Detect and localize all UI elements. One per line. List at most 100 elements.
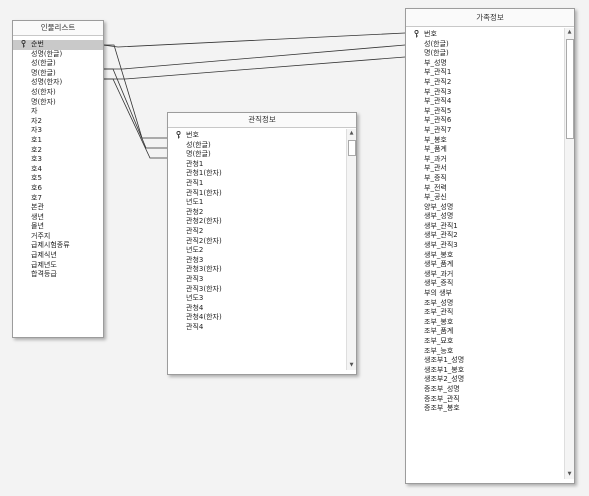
field-row[interactable]: 증조부_성명: [406, 385, 564, 395]
vertical-scrollbar[interactable]: ▲ ▼: [564, 28, 574, 479]
field-row[interactable]: 호5: [13, 174, 103, 184]
vertical-scrollbar[interactable]: ▲ ▼: [346, 129, 356, 370]
field-row[interactable]: 부_과거: [406, 155, 564, 165]
field-row[interactable]: 관청1: [168, 160, 346, 170]
field-row[interactable]: 부_관직2: [406, 78, 564, 88]
field-row[interactable]: 호1: [13, 136, 103, 146]
field-row[interactable]: 조부_관직: [406, 308, 564, 318]
scroll-thumb[interactable]: [566, 39, 574, 139]
field-row[interactable]: 성(한자): [13, 88, 103, 98]
field-row[interactable]: 생부_관직2: [406, 231, 564, 241]
field-row[interactable]: 생부_성명: [406, 212, 564, 222]
field-row[interactable]: 관청4: [168, 304, 346, 314]
field-row[interactable]: 호3: [13, 155, 103, 165]
field-row[interactable]: 생년: [13, 213, 103, 223]
field-row[interactable]: 생조부2_성명: [406, 375, 564, 385]
field-row[interactable]: 성명(한글): [13, 50, 103, 60]
field-row[interactable]: 관직2: [168, 227, 346, 237]
field-row[interactable]: 부_관직5: [406, 107, 564, 117]
field-row[interactable]: 명(한글): [13, 69, 103, 79]
field-row[interactable]: 명(한글): [406, 49, 564, 59]
field-row[interactable]: 부_관직4: [406, 97, 564, 107]
field-row[interactable]: 생조부1_봉호: [406, 366, 564, 376]
table-title[interactable]: 관직정보: [168, 113, 356, 128]
scroll-thumb[interactable]: [348, 140, 356, 156]
scroll-up-icon[interactable]: ▲: [567, 29, 572, 35]
field-row[interactable]: 생부_증직: [406, 279, 564, 289]
table-title[interactable]: 가족정보: [406, 9, 574, 27]
field-row[interactable]: 성(한글): [13, 59, 103, 69]
field-row[interactable]: 자3: [13, 126, 103, 136]
field-row[interactable]: 관청4(한자): [168, 313, 346, 323]
field-row[interactable]: 급제식년: [13, 251, 103, 261]
field-row[interactable]: 부_관서: [406, 164, 564, 174]
field-row[interactable]: 관직3(한자): [168, 285, 346, 295]
field-row[interactable]: 부_관직6: [406, 116, 564, 126]
field-row[interactable]: 부_성명: [406, 59, 564, 69]
field-row[interactable]: 관직2(한자): [168, 237, 346, 247]
field-row[interactable]: 관직3: [168, 275, 346, 285]
field-row[interactable]: 관청1(한자): [168, 169, 346, 179]
field-row[interactable]: 년도3: [168, 294, 346, 304]
field-row[interactable]: 생부_과거: [406, 270, 564, 280]
field-row[interactable]: 번호: [168, 131, 346, 141]
field-row[interactable]: 자: [13, 107, 103, 117]
field-row[interactable]: 부_공신: [406, 193, 564, 203]
field-row[interactable]: 부의 생부: [406, 289, 564, 299]
field-row[interactable]: 관직4: [168, 323, 346, 333]
field-row[interactable]: 부_관직1: [406, 68, 564, 78]
field-row[interactable]: 명(한글): [168, 150, 346, 160]
field-row[interactable]: 부_관직3: [406, 88, 564, 98]
field-row[interactable]: 호6: [13, 184, 103, 194]
field-row[interactable]: 조부_묘호: [406, 337, 564, 347]
scroll-down-icon[interactable]: ▼: [349, 362, 354, 368]
field-row[interactable]: 관청3(한자): [168, 265, 346, 275]
field-row[interactable]: 부_봉호: [406, 136, 564, 146]
field-row[interactable]: 증조부_관직: [406, 395, 564, 405]
field-row[interactable]: 부_전력: [406, 184, 564, 194]
scroll-down-icon[interactable]: ▼: [567, 471, 572, 477]
field-row[interactable]: 년도1: [168, 198, 346, 208]
field-row[interactable]: 순번: [13, 40, 103, 50]
field-row[interactable]: 성(한글): [168, 141, 346, 151]
field-row[interactable]: 조부_능호: [406, 347, 564, 357]
field-row[interactable]: 부_관직7: [406, 126, 564, 136]
field-row[interactable]: 양부_성명: [406, 203, 564, 213]
field-row[interactable]: 호2: [13, 146, 103, 156]
field-row[interactable]: 성명(한자): [13, 78, 103, 88]
field-row[interactable]: 명(한자): [13, 98, 103, 108]
field-row[interactable]: 급제시험종류: [13, 241, 103, 251]
field-row[interactable]: 성(한글): [406, 40, 564, 50]
field-row[interactable]: 관청2(한자): [168, 217, 346, 227]
field-row[interactable]: 합격등급: [13, 270, 103, 280]
field-row[interactable]: 관직1: [168, 179, 346, 189]
field-row[interactable]: 생부_관직3: [406, 241, 564, 251]
field-row[interactable]: 년도2: [168, 246, 346, 256]
field-row[interactable]: 본관: [13, 203, 103, 213]
field-row[interactable]: 자2: [13, 117, 103, 127]
field-row[interactable]: 관직1(한자): [168, 189, 346, 199]
field-row[interactable]: 몰년: [13, 222, 103, 232]
field-row[interactable]: 호7: [13, 194, 103, 204]
field-row[interactable]: 부_품계: [406, 145, 564, 155]
field-row[interactable]: 조부_품계: [406, 327, 564, 337]
field-row[interactable]: 부_증직: [406, 174, 564, 184]
field-row[interactable]: 관청2: [168, 208, 346, 218]
scroll-up-icon[interactable]: ▲: [349, 130, 354, 136]
field-row[interactable]: 생조부1_성명: [406, 356, 564, 366]
field-row[interactable]: 번호: [406, 30, 564, 40]
field-row[interactable]: 호4: [13, 165, 103, 175]
field-row[interactable]: 조부_성명: [406, 299, 564, 309]
field-row[interactable]: 급제년도: [13, 261, 103, 271]
field-row[interactable]: 거주지: [13, 232, 103, 242]
table-title[interactable]: 인물리스트: [13, 21, 103, 36]
field-row[interactable]: 생부_관직1: [406, 222, 564, 232]
field-row[interactable]: 조부_봉호: [406, 318, 564, 328]
field-row[interactable]: 증조부_봉호: [406, 404, 564, 414]
field-row[interactable]: 생부_품계: [406, 260, 564, 270]
field-row[interactable]: 관청3: [168, 256, 346, 266]
field-row[interactable]: 생부_봉호: [406, 251, 564, 261]
